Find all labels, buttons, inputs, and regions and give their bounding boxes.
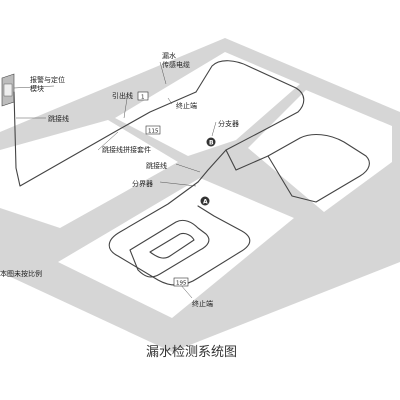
floor-plan	[0, 38, 400, 352]
diagram-caption: 漏水检测系统图	[146, 344, 237, 360]
marker-a-circle	[200, 196, 210, 206]
marker-b: B	[209, 139, 214, 146]
lower-serpentine	[129, 219, 210, 278]
jumper-to-right-loop	[225, 149, 269, 171]
cable-tags: 1 115 195	[137, 91, 189, 287]
label-jumper-splice: 跳接线拼接套件	[102, 145, 151, 154]
label-splitter: 分界器	[132, 179, 153, 188]
diagram-labels: 报警与定位 模块 跳接线 引出线 漏水 传感电缆 终止端 跳接线拼接套件 分支器…	[0, 51, 239, 308]
leader-lines	[13, 61, 217, 299]
tag-195: 195	[176, 281, 187, 287]
room-left	[0, 120, 178, 228]
label-lead-wire: 引出线	[112, 91, 133, 100]
sensing-cables	[13, 60, 370, 286]
markers: B A	[200, 137, 216, 206]
label-end-bottom: 终止端	[192, 299, 213, 308]
label-jumper-top: 跳接线	[48, 114, 69, 123]
label-branch-box: 分支器	[218, 119, 239, 128]
label-alarm-module: 报警与定位 模块	[30, 75, 67, 93]
jumper-cable-from-module	[13, 91, 197, 187]
room-far-right	[248, 90, 392, 212]
marker-a: A	[203, 198, 208, 205]
upper-sensing-loop	[195, 60, 305, 151]
jumper-to-splitter	[197, 149, 227, 183]
alarm-module	[1, 73, 15, 107]
marker-b-circle	[206, 137, 216, 147]
tag-115: 115	[148, 129, 159, 135]
label-end-top: 终止端	[176, 101, 197, 110]
tag-1: 1	[141, 95, 145, 101]
right-sensing-loop	[267, 133, 370, 203]
room-lower-middle	[58, 178, 294, 318]
label-jumper-mid: 跳接线	[146, 161, 167, 170]
room-upper-right	[115, 52, 300, 156]
label-scale-note: 本图未按比例	[0, 269, 42, 278]
label-leak-sensing-cable: 漏水 传感电缆	[162, 51, 190, 69]
